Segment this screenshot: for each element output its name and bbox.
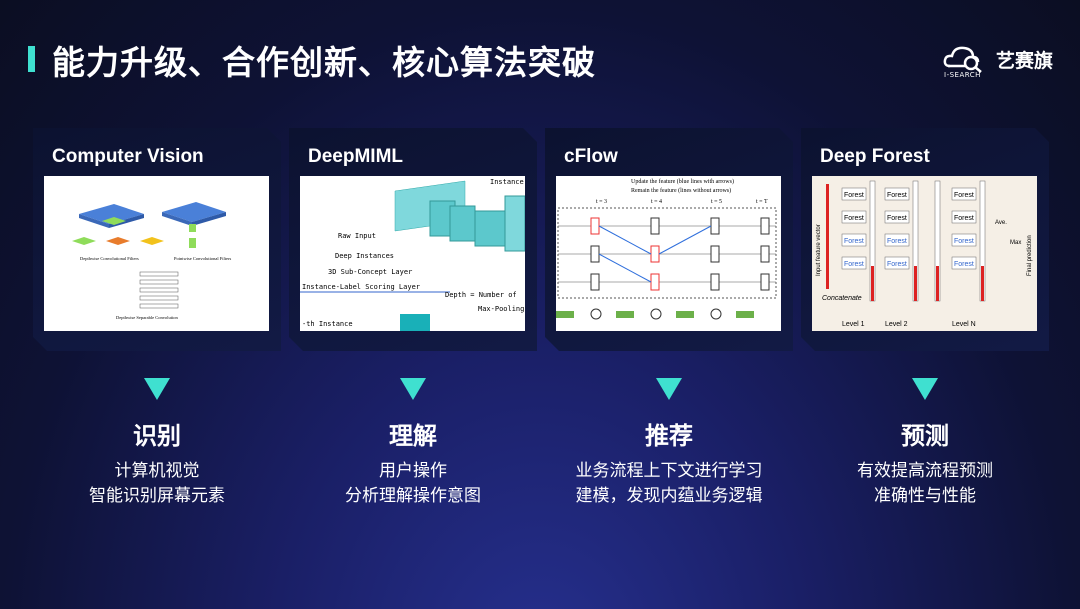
forest-max: Max — [1010, 240, 1021, 246]
cflow-t: t = T — [756, 199, 768, 205]
capability-desc: 准确性与性能 — [874, 486, 976, 506]
cflow-t: t = 3 — [596, 199, 607, 205]
triangle-down-icon — [912, 378, 938, 400]
capability-title: 预测 — [901, 422, 949, 450]
card-heading: Deep Forest — [820, 146, 930, 167]
capability-desc: 智能识别屏幕元素 — [89, 486, 225, 506]
miml-text: Depth = Number of — [445, 291, 517, 299]
miml-text: Deep Instances — [335, 252, 394, 260]
brand-sub: I-SEARCH — [944, 71, 981, 79]
miml-text: Raw Input — [338, 232, 376, 240]
forest-level: Level N — [952, 321, 976, 328]
capability-desc: 计算机视觉 — [114, 461, 200, 481]
card-deepmiml: DeepMIML Instance Raw Input Deep Instanc… — [289, 128, 537, 351]
triangle-down-icon — [656, 378, 682, 400]
forest-level: Level 2 — [885, 321, 908, 328]
deepmiml-figure: Instance Raw Input Deep Instances 3D Sub… — [300, 176, 525, 331]
brand-name: 艺赛旗 — [996, 49, 1054, 72]
cv-label-right: Pointwise Convolutional Filters — [174, 256, 232, 261]
capability-predict: 预测 有效提高流程预测准确性与性能 — [801, 378, 1049, 509]
forest-ave: Ave. — [995, 220, 1007, 226]
forest-input-label: Input feature vector — [816, 224, 822, 276]
forest-box: Forest — [844, 215, 864, 222]
card-heading: cFlow — [564, 146, 618, 167]
miml-text: 3D Sub-Concept Layer — [328, 268, 412, 276]
forest-box: Forest — [844, 238, 864, 245]
miml-text: -th Instance — [302, 320, 353, 328]
capability-recognize: 识别 计算机视觉智能识别屏幕元素 — [33, 378, 281, 509]
forest-box: Forest — [844, 192, 864, 199]
cv-label-bottom: Depthwise Separable Convolution — [116, 315, 178, 320]
capability-desc: 建模，发现内蕴业务逻辑 — [575, 486, 763, 506]
forest-concat: Concatenate — [822, 295, 862, 302]
cflow-legend: Remain the feature (lines without arrows… — [631, 187, 731, 194]
triangle-down-icon — [400, 378, 426, 400]
miml-text: Max-Pooling — [478, 305, 524, 313]
triangle-down-icon — [144, 378, 170, 400]
forest-final: Final prediction — [1027, 235, 1033, 276]
miml-text: Instance — [490, 178, 524, 186]
cflow-figure: Update the feature (blue lines with arro… — [556, 176, 781, 331]
capability-desc: 有效提高流程预测 — [857, 461, 993, 481]
cloud-search-icon — [943, 46, 982, 73]
forest-box: Forest — [954, 192, 974, 199]
forest-box: Forest — [954, 261, 974, 268]
cflow-t: t = 4 — [651, 199, 662, 205]
cflow-t: t = 5 — [711, 199, 722, 205]
card-computer-vision: Computer Vision Depthwise Convolutional … — [33, 128, 281, 351]
forest-box: Forest — [887, 192, 907, 199]
card-heading: Computer Vision — [52, 146, 204, 167]
cv-figure: Depthwise Convolutional Filters Pointwis… — [44, 176, 269, 331]
capability-desc: 用户操作 — [379, 461, 447, 481]
capability-desc: 业务流程上下文进行学习 — [575, 461, 763, 481]
cv-label-left: Depthwise Convolutional Filters — [80, 256, 139, 261]
forest-box: Forest — [954, 238, 974, 245]
capability-title: 推荐 — [645, 422, 693, 450]
capability-title: 理解 — [389, 422, 437, 450]
capability-recommend: 推荐 业务流程上下文进行学习建模，发现内蕴业务逻辑 — [545, 378, 793, 509]
card-deep-forest: Deep Forest Input feature vector Forest … — [801, 128, 1049, 351]
capability-understand: 理解 用户操作分析理解操作意图 — [289, 378, 537, 509]
cflow-legend: Update the feature (blue lines with arro… — [631, 178, 734, 185]
forest-box: Forest — [844, 261, 864, 268]
title-accent-bar — [28, 46, 35, 72]
deep-forest-figure: Input feature vector Forest Forest Fores… — [812, 176, 1037, 331]
page-title: 能力升级、合作创新、核心算法突破 — [52, 43, 596, 82]
capability-desc: 分析理解操作意图 — [345, 486, 481, 506]
forest-box: Forest — [954, 215, 974, 222]
capability-title: 识别 — [133, 422, 181, 450]
card-heading: DeepMIML — [308, 146, 403, 167]
forest-box: Forest — [887, 238, 907, 245]
card-cflow: cFlow Update the feature (blue lines wit… — [545, 128, 793, 351]
forest-box: Forest — [887, 215, 907, 222]
forest-box: Forest — [887, 261, 907, 268]
forest-level: Level 1 — [842, 321, 865, 328]
miml-text: Instance-Label Scoring Layer — [302, 283, 420, 291]
logo: 艺赛旗 I-SEARCH — [942, 44, 1054, 79]
